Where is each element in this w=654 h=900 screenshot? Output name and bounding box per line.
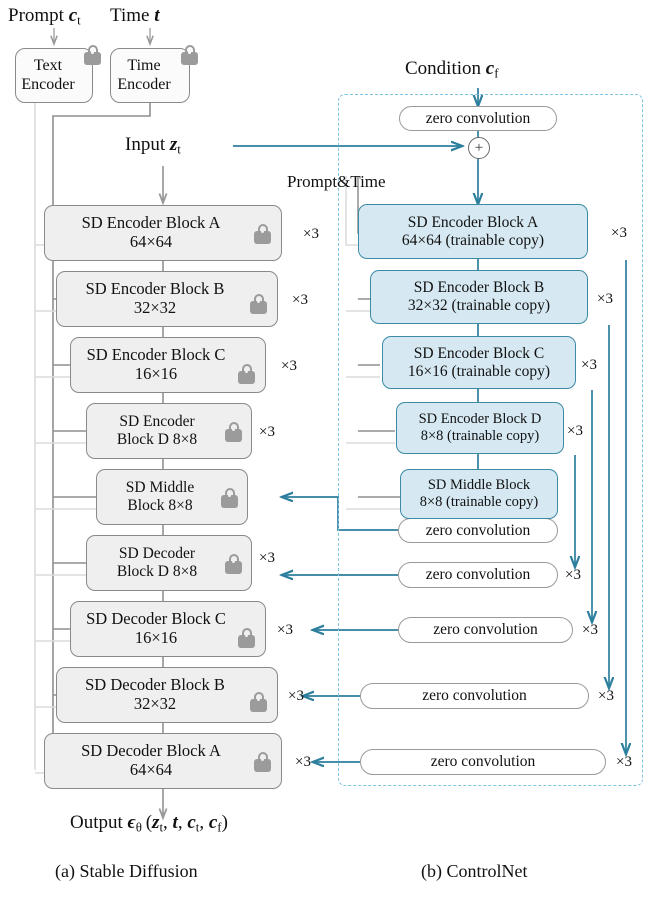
mult-dec-d: ×3 [259, 550, 275, 566]
block-line2: 8×8 (trainable copy) [420, 428, 540, 444]
zero-convolution-top[interactable]: zero convolution [399, 106, 557, 131]
zero-conv-dec-a[interactable]: zero convolution [360, 749, 606, 775]
lock-icon [254, 752, 271, 772]
zero-conv-label: zero convolution [430, 753, 536, 770]
zero-conv-label: zero convolution [425, 521, 531, 539]
mult-cn-enc-c: ×3 [581, 357, 597, 373]
block-line2: 64×64 [129, 232, 173, 251]
zero-conv-dec-d[interactable]: zero convolution [398, 562, 558, 588]
block-line2: 16×16 [134, 628, 178, 647]
cn-encoder-block-a[interactable]: SD Encoder Block A 64×64 (trainable copy… [358, 204, 588, 259]
sd-encoder-block-b[interactable]: SD Encoder Block B 32×32 [56, 271, 278, 327]
mult-enc-d: ×3 [259, 424, 275, 440]
zero-conv-label: zero convolution [422, 687, 527, 704]
lock-icon [238, 628, 255, 648]
cn-encoder-block-d[interactable]: SD Encoder Block D 8×8 (trainable copy) [396, 402, 564, 454]
lock-icon [254, 224, 271, 244]
block-line2: 32×32 [133, 694, 177, 713]
mult-zc-dec-b: ×3 [598, 688, 614, 704]
time-label: Time t [110, 5, 160, 26]
mult-cn-enc-b: ×3 [597, 291, 613, 307]
block-line1: SD Encoder Block C [413, 344, 545, 362]
time-encoder-line1: Time [127, 57, 161, 75]
prompt-label: Prompt ct [8, 5, 81, 28]
block-line2: 32×32 [133, 298, 177, 317]
mult-dec-b: ×3 [288, 688, 304, 704]
lock-icon [250, 294, 267, 314]
zero-conv-label: zero convolution [433, 621, 538, 638]
lock-icon [84, 45, 101, 65]
block-line2: 64×64 [129, 760, 173, 779]
block-line1: SD Decoder Block A [81, 741, 221, 761]
mult-cn-enc-a: ×3 [611, 225, 627, 241]
block-line2: Block D 8×8 [116, 563, 198, 580]
block-line1: SD Encoder Block A [81, 213, 221, 233]
output-label: Output ϵθ (zt, t, ct, cf) [70, 812, 228, 835]
cn-encoder-block-c[interactable]: SD Encoder Block C 16×16 (trainable copy… [382, 336, 576, 389]
block-line2: 16×16 [134, 364, 178, 383]
lock-icon [225, 554, 242, 574]
block-line2: Block 8×8 [127, 497, 193, 514]
plus-symbol: + [474, 139, 484, 156]
block-line1: SD Encoder [119, 413, 195, 431]
time-encoder-block[interactable]: Time Encoder [110, 45, 198, 103]
block-line1: SD Decoder [118, 545, 196, 563]
sd-decoder-block-a[interactable]: SD Decoder Block A 64×64 [44, 733, 282, 789]
sd-decoder-block-d[interactable]: SD Decoder Block D 8×8 [86, 535, 252, 591]
zero-conv-middle[interactable]: zero convolution [398, 518, 558, 543]
sd-decoder-block-c[interactable]: SD Decoder Block C 16×16 [70, 601, 266, 657]
mult-dec-a: ×3 [295, 754, 311, 770]
block-line2: 16×16 (trainable copy) [407, 362, 551, 380]
lock-icon [238, 364, 255, 384]
block-line2: 32×32 (trainable copy) [407, 297, 551, 314]
input-label: Input zt [125, 134, 181, 157]
block-line1: SD Encoder Block D [418, 411, 542, 428]
mult-enc-c: ×3 [281, 358, 297, 374]
block-line1: SD Middle [125, 479, 195, 497]
mult-enc-b: ×3 [292, 292, 308, 308]
mult-zc-dec-d: ×3 [565, 567, 581, 583]
sd-encoder-block-c[interactable]: SD Encoder Block C 16×16 [70, 337, 266, 393]
zero-conv-dec-c[interactable]: zero convolution [398, 617, 573, 643]
controlnet-boundary [338, 94, 643, 786]
condition-label: Condition cf [405, 58, 499, 81]
block-line1: SD Encoder Block B [413, 279, 545, 297]
block-line1: SD Encoder Block A [407, 213, 539, 231]
prompt-time-label: Prompt&Time [287, 172, 386, 191]
block-line1: SD Encoder Block B [85, 279, 225, 299]
sd-decoder-block-b[interactable]: SD Decoder Block B 32×32 [56, 667, 278, 723]
zero-conv-dec-b[interactable]: zero convolution [360, 683, 589, 709]
caption-left: (a) Stable Diffusion [55, 861, 198, 881]
block-line1: SD Decoder Block C [86, 609, 226, 629]
block-line2: Block D 8×8 [116, 431, 198, 448]
mult-zc-dec-a: ×3 [616, 754, 632, 770]
block-line1: SD Middle Block [427, 477, 531, 494]
zero-conv-label: zero convolution [425, 109, 531, 127]
cn-middle-block[interactable]: SD Middle Block 8×8 (trainable copy) [400, 469, 558, 519]
mult-cn-enc-d: ×3 [567, 423, 583, 439]
add-node: + [468, 137, 490, 159]
sd-middle-block[interactable]: SD Middle Block 8×8 [96, 469, 248, 525]
mult-dec-c: ×3 [277, 622, 293, 638]
caption-right: (b) ControlNet [421, 861, 528, 881]
mult-enc-a: ×3 [303, 226, 319, 242]
cn-encoder-block-b[interactable]: SD Encoder Block B 32×32 (trainable copy… [370, 270, 588, 324]
lock-icon [250, 692, 267, 712]
lock-icon [225, 422, 242, 442]
text-encoder-block[interactable]: Text Encoder [15, 45, 101, 103]
lock-icon [221, 488, 238, 508]
time-encoder-line2: Encoder [117, 75, 171, 93]
block-line2: 64×64 (trainable copy) [401, 231, 545, 249]
text-encoder-line2: Encoder [21, 75, 75, 93]
mult-zc-dec-c: ×3 [582, 622, 598, 638]
block-line1: SD Encoder Block C [86, 345, 226, 365]
sd-encoder-block-d[interactable]: SD Encoder Block D 8×8 [86, 403, 252, 459]
block-line1: SD Decoder Block B [85, 675, 225, 695]
text-encoder-line1: Text [33, 57, 63, 75]
zero-conv-label: zero convolution [425, 566, 531, 583]
block-line2: 8×8 (trainable copy) [419, 494, 539, 510]
lock-icon [181, 45, 198, 65]
sd-encoder-block-a[interactable]: SD Encoder Block A 64×64 [44, 205, 282, 261]
